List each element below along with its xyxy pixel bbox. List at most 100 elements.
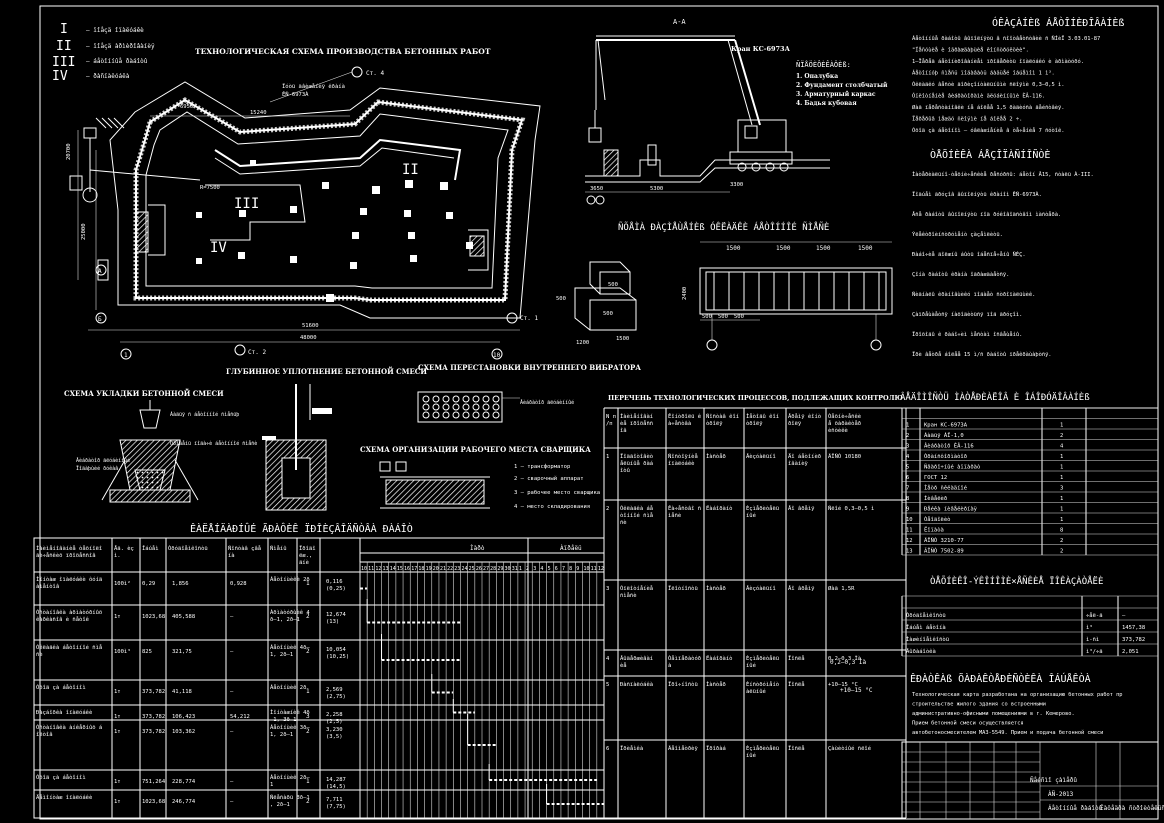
- schedule-unit: 1т: [114, 614, 121, 620]
- schedule-crew-2: 1, 2ð–1: [270, 652, 293, 658]
- materials-qty: 1: [1060, 454, 1063, 460]
- control-cell: òîííîé ñìå: [620, 512, 653, 519]
- control-header-6: Òåõíè÷åñêè: [828, 413, 861, 420]
- materials-number: 4: [906, 454, 910, 460]
- dim-51600: 51600: [302, 323, 319, 329]
- safety-line: Çîíà ðàáîòû êðàíà îãðàæäàåòñÿ.: [912, 271, 1009, 278]
- materials-name: Кран КС-6973А: [924, 423, 968, 429]
- schedule-shift: 2: [306, 798, 310, 805]
- vibrator-position: [482, 411, 490, 419]
- schedule-duration-rounded: (0,25): [326, 586, 346, 592]
- materials-number: 12: [906, 538, 913, 544]
- control-cell: íûé: [746, 662, 756, 669]
- vibrator-position: [442, 403, 450, 411]
- note-sleeve: Ïîäàþùèé ðóêàâ: [76, 465, 118, 472]
- section-dim-2: 5300: [650, 186, 663, 192]
- safety-title: ÒÅÕÍÈÊÀ ÁÅÇÎÏÀÑÍÎÑÒÈ: [930, 148, 1050, 161]
- schedule-duration-rounded: (7,75): [326, 804, 346, 810]
- control-cell: Ñîñòîÿíèå: [668, 453, 698, 460]
- schedule-day: 7: [562, 566, 565, 572]
- schedule-unit: 1т: [114, 779, 121, 785]
- zone-label-4: IV: [210, 240, 227, 256]
- notes-line: Áåòîííûå ðàáîòû âûïîëíÿòü â ñîîòâåòñòâèè…: [912, 34, 1100, 42]
- notes-line: Óêëàäêó âåñòè ãîðèçîíòàëüíûìè ñëîÿìè 0,3…: [912, 81, 1065, 88]
- schedule-day: 19: [426, 566, 432, 572]
- control-extra-2: +10–15 °C: [840, 687, 873, 694]
- schedule-header-6: ëæ.,: [299, 553, 312, 559]
- materials-name: Ñâàðî÷íûé àïïàðàò: [924, 464, 980, 471]
- spec-item-3: 3. Арматурный каркас: [796, 91, 876, 98]
- notes-line: Øàã ïåðåñòàíîâêè íå áîëåå 1,5 ðàäèóñà äå…: [912, 104, 1065, 111]
- schedule-day: 23: [454, 566, 460, 572]
- control-cell: Âèçóàëüíî: [746, 453, 776, 460]
- teps-name: Òðóäîåìêîñòü: [906, 612, 946, 619]
- schedule-task-name: Ðàçáîðêà îïàëóáêè: [36, 709, 92, 716]
- schedule-task-name: Äåìîíòàæ îïàëóáêè: [36, 794, 92, 801]
- control-cell: îâàíèÿ: [788, 460, 809, 467]
- notes-line: "Íåñóùèå è îãðàæäàþùèå êîíñòðóêöèè".: [912, 46, 1029, 54]
- control-cell: +10–15 °C: [828, 682, 858, 688]
- materials-name: Ðåéêà íèâåëèðíàÿ: [924, 506, 978, 513]
- plan-title: ТЕХНОЛОГИЧЕСКАЯ СХЕМА ПРОИЗВОДСТВА БЕТОН…: [195, 47, 491, 56]
- note-vibrator: Âèáðàòîð ãëóáèííûé: [76, 457, 130, 464]
- schedule-machine: –: [230, 799, 234, 805]
- schedule-volume: 373,782: [142, 729, 165, 735]
- vibrator-position: [472, 411, 480, 419]
- safety-line: Ïîäúåì ãðóçîâ âûïîëíÿòü êðàíîì ÊÑ-6973À.: [912, 190, 1042, 198]
- section-dim-3: 3300: [730, 182, 743, 188]
- control-cell: Øàã 1,5R: [828, 585, 855, 592]
- schedule-duration: 3,230: [326, 727, 343, 733]
- legend-mark-4: IV: [52, 69, 68, 84]
- vibrator-position: [472, 403, 480, 411]
- vibrator-position: [482, 403, 490, 411]
- control-header-1: èå ïðîöåññ: [620, 420, 653, 427]
- welder-title: СХЕМА ОРГАНИЗАЦИИ РАБОЧЕГО МЕСТА СВАРЩИК…: [360, 445, 591, 454]
- spec-item-2: 2. Фундамент столбчатый: [796, 82, 888, 89]
- control-cell: Äî áåòîíèð: [788, 453, 821, 460]
- legend-mark-3: III: [52, 55, 75, 70]
- control-cell: Ïîñëå: [788, 681, 805, 688]
- control-cell: 3: [606, 586, 609, 592]
- schedule-day: 10: [361, 566, 367, 572]
- vibrator-move-title: СХЕМА ПЕРЕСТАНОВКИ ВНУТРЕННЕГО ВИБРАТОРА: [418, 363, 641, 372]
- schedule-machine: 0,928: [230, 581, 247, 587]
- safety-line: Çàïðåùàåòñÿ íàõîäèòüñÿ ïîä ãðóçîì.: [912, 311, 1022, 318]
- vibrator-position: [492, 411, 500, 419]
- materials-qty: 8: [1060, 528, 1063, 534]
- control-cell: àëüíûé: [746, 688, 766, 695]
- schedule-volume: 1023,68: [142, 614, 165, 620]
- laying-title: СХЕМА УКЛАДКИ БЕТОННОЙ СМЕСИ: [64, 388, 224, 398]
- schedule-day: 31: [512, 566, 518, 572]
- schedule-crew-2: –1, 3ð–1: [270, 717, 297, 723]
- zone-legend: I – ïîåçä îïàëóáêè II – ïîåçä àðìèðîâàíè…: [52, 22, 155, 84]
- materials-qty: 1: [1060, 507, 1063, 513]
- axis-10: 10: [493, 352, 501, 359]
- control-cell: Ñëîé 0,3–0,5 ì: [828, 505, 874, 512]
- materials-number: 1: [906, 423, 909, 429]
- control-cell: Óïëîòíåíèå: [620, 585, 653, 592]
- control-cell: Âî âðåìÿ: [788, 585, 815, 592]
- schedule-day: 13: [383, 566, 389, 572]
- control-cell: à: [668, 662, 671, 669]
- control-header-3: Ñîñòàâ êîí: [706, 413, 739, 420]
- materials-name: Òðàíñôîðìàòîð: [924, 453, 967, 460]
- schedule-duration: 14,287: [326, 777, 346, 783]
- notes-title: ÓÊÀÇÀÍÈß ÁÅÒÎÍÈÐÎÂÀÍÈß: [992, 16, 1124, 29]
- welder-legend-1: 1 – трансформатор: [514, 464, 570, 470]
- safety-line: Ðàáî÷èå äîëæíû áûòü îáåñïå÷åíû ÑÈÇ.: [912, 250, 1026, 258]
- materials-qty: 4: [1060, 444, 1064, 450]
- control-cell: íûé: [746, 512, 756, 519]
- control-table: ПЕРЕЧЕНЬ ТЕХНОЛОГИЧЕСКИХ ПРОЦЕССОВ, ПОДЛ…: [603, 394, 907, 819]
- vibrator-position: [422, 395, 430, 403]
- control-cell: Ïîñëå: [788, 655, 805, 662]
- control-cell: îòû: [620, 467, 630, 474]
- schedule-unit: 1т: [114, 689, 121, 695]
- short-line: строительстве жилого здания со встроенны…: [912, 702, 1046, 708]
- vibrator-position: [452, 411, 460, 419]
- materials-number: 8: [906, 496, 909, 502]
- vibrator-position: [442, 395, 450, 403]
- control-header-0: /п: [606, 421, 613, 427]
- vib-bot-dim-1: 500: [702, 314, 712, 320]
- materials-number: 9: [906, 507, 909, 513]
- schedule-month-2: Àïðåëü: [560, 545, 582, 552]
